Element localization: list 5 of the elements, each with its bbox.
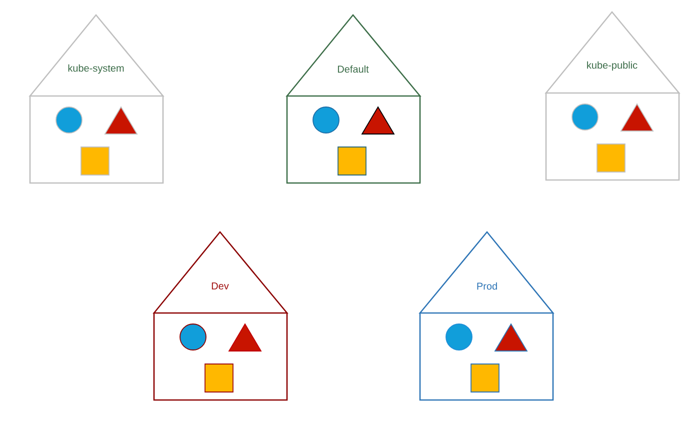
house: Prod bbox=[419, 230, 554, 401]
house: kube-system bbox=[29, 14, 164, 184]
house: Default bbox=[286, 14, 421, 184]
house: Dev bbox=[153, 230, 288, 401]
house: kube-public bbox=[545, 10, 680, 181]
